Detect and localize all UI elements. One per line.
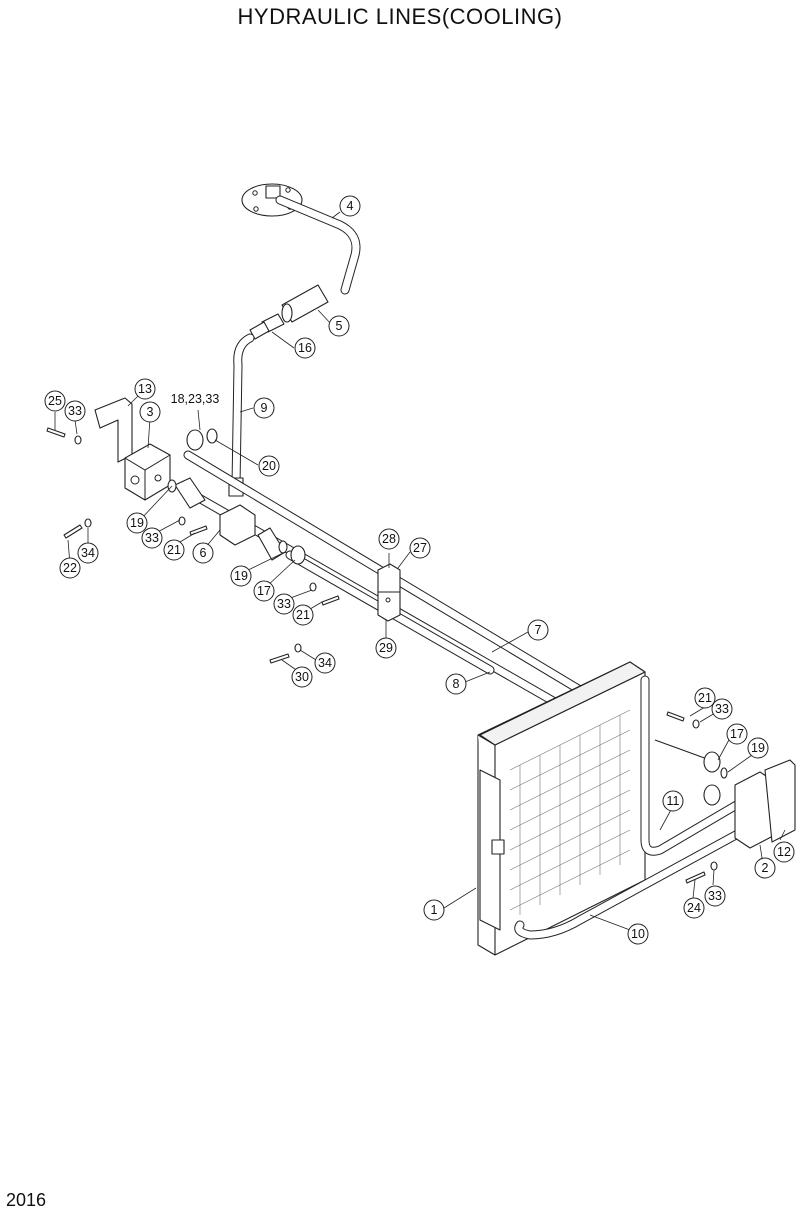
svg-text:17: 17 [257,584,271,598]
bolts-left-group [46,427,340,664]
svg-text:33: 33 [68,404,82,418]
svg-text:33: 33 [715,702,729,716]
svg-text:21: 21 [296,608,310,622]
callout-5: 5 [328,315,350,337]
svg-text:9: 9 [261,401,268,415]
callout-25: 25 [44,390,66,412]
part-11-tube [640,675,750,856]
page-title: HYDRAULIC LINES(COOLING) [237,4,563,29]
svg-text:33: 33 [708,889,722,903]
callout-3: 3 [139,401,161,423]
callout-33-d: 33 [711,698,733,720]
callout-20: 20 [258,455,280,477]
svg-text:27: 27 [413,541,427,555]
callout-8: 8 [445,673,467,695]
callout-2: 2 [754,857,776,879]
svg-text:5: 5 [336,319,343,333]
part-3-block [124,443,171,501]
callout-33-e: 33 [704,885,726,907]
svg-text:3: 3 [147,405,154,419]
part-6-tee-block [174,477,286,561]
part-16-adapter [249,313,285,340]
callout-34-a: 34 [77,542,99,564]
callout-21-c: 21 [694,687,716,709]
callout-6: 6 [192,542,214,564]
svg-text:17: 17 [730,727,744,741]
svg-text:4: 4 [347,199,354,213]
callout-4: 4 [339,195,361,217]
callout-21-b: 21 [292,604,314,626]
svg-text:19: 19 [751,741,765,755]
svg-text:18,23,33: 18,23,33 [171,392,220,406]
part-1-oil-cooler [477,661,646,956]
svg-text:34: 34 [318,656,332,670]
callout-33-a: 33 [64,400,86,422]
svg-text:1: 1 [431,903,438,917]
callout-27: 27 [409,537,431,559]
callout-17-a: 17 [253,580,275,602]
part-13-bracket [94,397,133,463]
svg-text:22: 22 [63,561,77,575]
callout-10: 10 [627,923,649,945]
part-17-fittings-left [167,428,306,565]
callout-33-b: 33 [141,527,163,549]
callout-12: 12 [773,841,795,863]
callout-22: 22 [59,557,81,579]
callout-24: 24 [683,897,705,919]
callout-17-b: 17 [726,723,748,745]
svg-text:24: 24 [687,901,701,915]
svg-text:20: 20 [262,459,276,473]
part-9-hose [228,333,255,497]
svg-text:19: 19 [130,516,144,530]
callout-19-a: 19 [126,512,148,534]
svg-text:33: 33 [145,531,159,545]
svg-text:7: 7 [535,623,542,637]
svg-text:12: 12 [777,845,791,859]
callout-21-a: 21 [163,539,185,561]
callout-29: 29 [375,637,397,659]
svg-text:28: 28 [382,532,396,546]
callout-9: 9 [253,397,275,419]
svg-text:25: 25 [48,394,62,408]
part-27-28-29-clamp [377,563,401,622]
callout-28: 28 [378,528,400,550]
callout-13: 13 [134,378,156,400]
svg-text:2: 2 [762,861,769,875]
callout-19-c: 19 [747,737,769,759]
callout-30: 30 [291,666,313,688]
page-number: 2016 [6,1190,47,1210]
part-5-coupling [281,284,329,323]
svg-text:29: 29 [379,641,393,655]
part-2-12-right-block [654,711,796,884]
svg-text:11: 11 [667,794,680,808]
svg-text:6: 6 [200,546,207,560]
callout-1: 1 [423,899,445,921]
callout-11: 11 [662,790,684,812]
svg-text:33: 33 [277,597,291,611]
callout-16: 16 [294,337,316,359]
callout-19-b: 19 [230,565,252,587]
svg-text:30: 30 [295,670,309,684]
callout-7: 7 [527,619,549,641]
svg-text:19: 19 [234,569,248,583]
callout-18-23-33: 18,23,33 [166,389,224,409]
svg-text:34: 34 [81,546,95,560]
part-4-flange-tube [241,183,361,295]
svg-text:10: 10 [631,927,645,941]
svg-text:21: 21 [698,691,712,705]
leader-lines [54,211,786,931]
callout-33-c: 33 [273,593,295,615]
part-10-tube [514,825,750,940]
svg-text:8: 8 [453,677,460,691]
svg-text:16: 16 [298,341,312,355]
callout-34-b: 34 [314,652,336,674]
svg-text:21: 21 [167,543,181,557]
svg-text:13: 13 [138,382,152,396]
